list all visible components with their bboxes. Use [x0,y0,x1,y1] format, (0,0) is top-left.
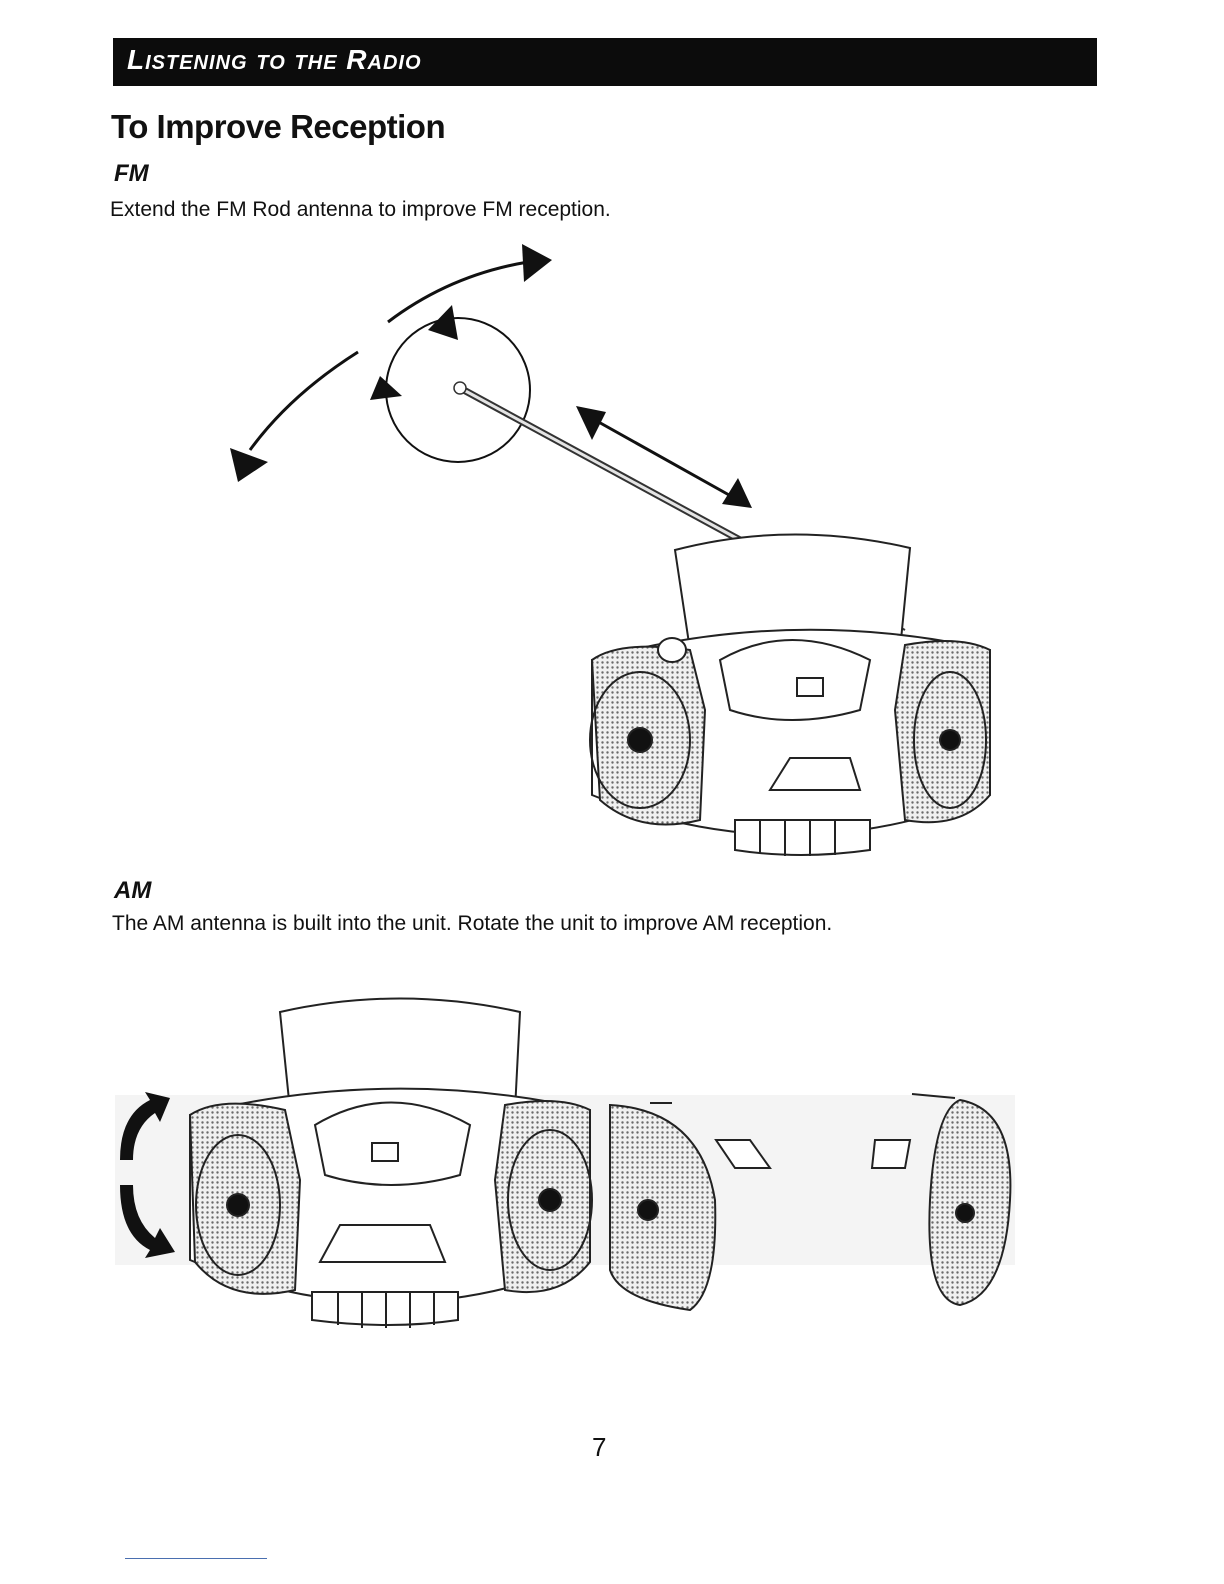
fm-subheading: FM [114,160,149,188]
arrowhead-down-left [230,448,268,482]
sweep-arc-upper [388,262,528,322]
section-banner: Listening to the Radio [113,38,1097,86]
page-number: 7 [592,1432,606,1463]
fm-antenna-illustration [200,230,1020,870]
boombox-fm [590,534,990,856]
extend-arrow-line [595,420,738,500]
banner-title: Listening to the Radio [127,44,422,76]
arrowhead-up-right [522,244,552,282]
page-heading: To Improve Reception [111,108,445,146]
fm-instruction: Extend the FM Rod antenna to improve FM … [110,198,611,222]
boombox-am-front [190,999,592,1329]
am-instruction: The AM antenna is built into the unit. R… [112,912,832,936]
am-subheading: AM [114,877,151,905]
footer-rule [125,1558,267,1559]
sweep-arc-lower [250,352,358,450]
am-rotation-illustration [110,960,1030,1350]
